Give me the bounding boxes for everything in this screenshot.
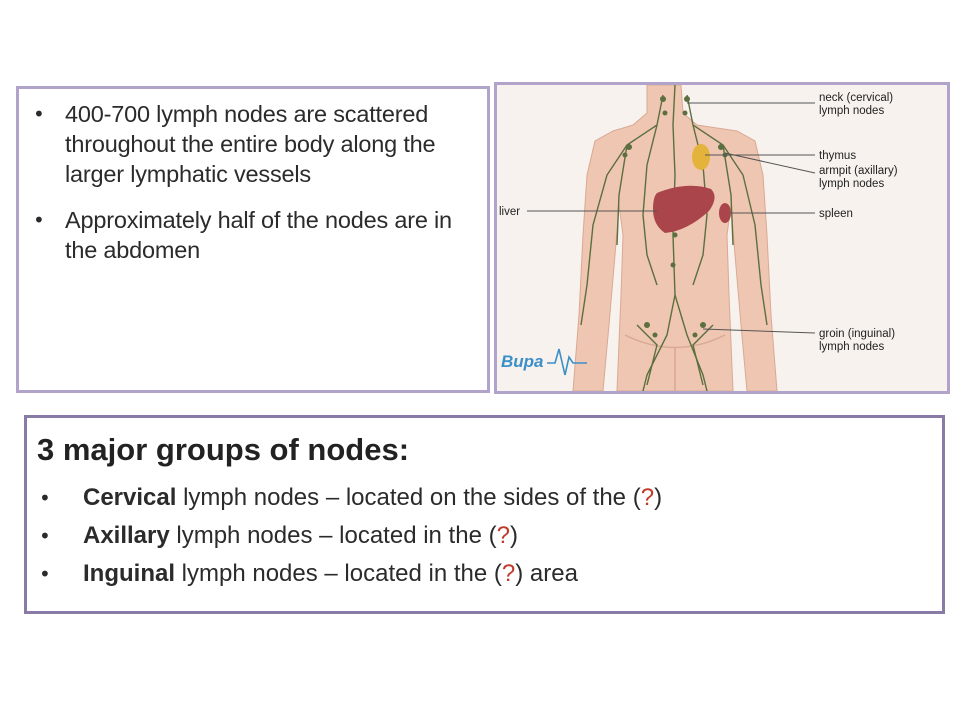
leader-lines: [527, 102, 816, 334]
label-liver: liver: [499, 206, 520, 218]
bullet-icon: •: [39, 524, 51, 548]
label-armpit-1: armpit (axillary): [819, 165, 898, 177]
label-armpit-2: lymph nodes: [819, 178, 884, 190]
fact-item: • 400-700 lymph nodes are scattered thro…: [31, 99, 471, 189]
groups-heading: 3 major groups of nodes:: [37, 432, 410, 467]
bullet-icon: •: [39, 562, 51, 586]
bullet-icon: •: [33, 208, 45, 232]
facts-box: • 400-700 lymph nodes are scattered thro…: [16, 86, 490, 393]
group-text-end: ) area: [515, 560, 578, 587]
label-thymus: thymus: [819, 150, 856, 162]
group-term: Cervical: [83, 484, 177, 511]
groups-list: • Cervical lymph nodes – located on the …: [37, 482, 937, 596]
question-mark: ?: [496, 522, 510, 549]
lymph-node-dots: [622, 96, 728, 338]
fact-text: 400-700 lymph nodes are scattered throug…: [65, 101, 436, 187]
label-neck-2: lymph nodes: [819, 105, 884, 117]
group-term: Axillary: [83, 522, 170, 549]
group-text: lymph nodes – located in the (: [175, 560, 502, 587]
label-groin-2: lymph nodes: [819, 341, 884, 353]
spleen-organ: [719, 203, 731, 223]
bullet-icon: •: [33, 102, 45, 126]
group-term: Inguinal: [83, 560, 175, 587]
group-text-end: ): [509, 522, 518, 549]
node-groups-box: 3 major groups of nodes: • Cervical lymp…: [24, 415, 945, 614]
liver-organ: [653, 185, 715, 233]
body-silhouette: [572, 85, 778, 391]
label-neck-1: neck (cervical): [819, 92, 893, 104]
group-item-cervical: • Cervical lymph nodes – located on the …: [37, 482, 937, 514]
label-groin-1: groin (inguinal): [819, 328, 895, 340]
bullet-icon: •: [39, 486, 51, 510]
bupa-logo-text: Bupa: [501, 352, 544, 371]
bupa-logo: Bupa: [501, 348, 587, 376]
fact-item: • Approximately half of the nodes are in…: [31, 205, 471, 265]
group-item-inguinal: • Inguinal lymph nodes – located in the …: [37, 558, 937, 590]
question-mark: ?: [640, 484, 655, 511]
label-spleen: spleen: [819, 208, 853, 220]
group-item-axillary: • Axillary lymph nodes – located in the …: [37, 520, 937, 552]
lymphatic-system-diagram: neck (cervical) lymph nodes thymus armpi…: [499, 85, 898, 391]
facts-list: • 400-700 lymph nodes are scattered thro…: [31, 99, 471, 281]
heartbeat-icon: [547, 348, 587, 376]
lymphatic-diagram-frame: neck (cervical) lymph nodes thymus armpi…: [494, 82, 950, 394]
group-text: lymph nodes – located on the sides of th…: [176, 484, 641, 511]
group-text: lymph nodes – located in the (: [169, 522, 497, 549]
fact-text: Approximately half of the nodes are in t…: [65, 207, 452, 263]
group-text-end: ): [654, 484, 663, 511]
question-mark: ?: [501, 560, 516, 587]
thymus-organ: [692, 144, 710, 170]
